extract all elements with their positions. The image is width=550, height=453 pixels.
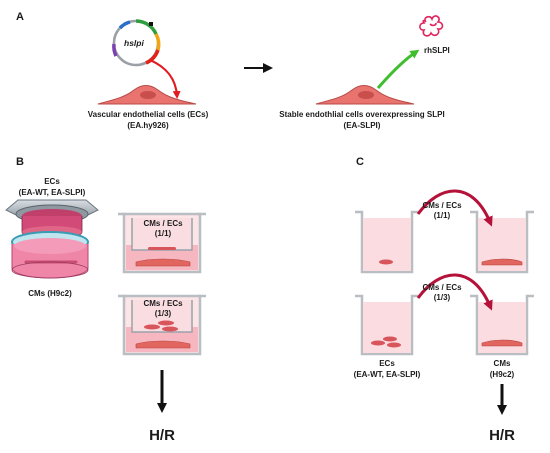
rhslpi-label: rhSLPI — [424, 46, 450, 55]
c-cms-label: CMs — [494, 359, 511, 368]
plasmid-label: hslpi — [124, 38, 144, 48]
cell-2-sublabel: (EA-SLPI) — [344, 121, 381, 130]
c-cm-well-1 — [470, 210, 534, 274]
c-outcome-label: H/R — [489, 427, 515, 444]
c-ratio-1-value: (1/1) — [434, 211, 451, 220]
c-transfer-arrow-1 — [416, 189, 493, 227]
cell-2-nucleus — [358, 91, 374, 99]
c-ecs-sublabel: (EA-WT, EA-SLPI) — [354, 370, 421, 379]
b-outcome-label: H/R — [149, 427, 175, 444]
coculture-well-2 — [118, 294, 206, 356]
secretion-arrow — [376, 49, 420, 89]
c-ec-well-2 — [355, 294, 419, 356]
b-ecs-label: ECs — [44, 177, 60, 186]
c-ratio-2-value: (1/3) — [434, 293, 451, 302]
c-ecs-label: ECs — [379, 359, 395, 368]
transfection-arrow — [149, 58, 181, 99]
coculture-well-1 — [118, 212, 206, 274]
c-ec-well-1 — [355, 210, 419, 274]
b-well-2-ratio-value: (1/3) — [155, 309, 172, 318]
panel-label-c: C — [356, 156, 364, 168]
cell-1-sublabel: (EA.hy926) — [127, 121, 169, 130]
cell-1-label: Vascular endothelial cells (ECs) — [88, 110, 209, 119]
rhslpi-protein-icon — [419, 15, 444, 37]
c-ratio-1-label: CMs / ECs — [422, 201, 462, 210]
panel-label-a: A — [16, 11, 24, 23]
panel-label-b: B — [16, 156, 24, 168]
b-ecs-sublabel: (EA-WT, EA-SLPI) — [19, 188, 86, 197]
c-cms-sublabel: (H9c2) — [490, 370, 515, 379]
culture-dish-icon — [11, 231, 89, 279]
b-well-1-ratio-value: (1/1) — [155, 229, 172, 238]
c-ratio-2-label: CMs / ECs — [422, 283, 462, 292]
b-well-2-ratio-label: CMs / ECs — [143, 299, 183, 308]
c-transfer-arrow-2 — [416, 273, 493, 311]
c-cm-well-2 — [470, 294, 534, 356]
b-cms-label: CMs (H9c2) — [28, 289, 72, 298]
plasmid-icon — [112, 19, 161, 67]
cell-2-label: Stable endothlial cells overexpressing S… — [279, 110, 444, 119]
cell-1-nucleus — [140, 91, 156, 99]
b-well-1-ratio-label: CMs / ECs — [143, 219, 183, 228]
